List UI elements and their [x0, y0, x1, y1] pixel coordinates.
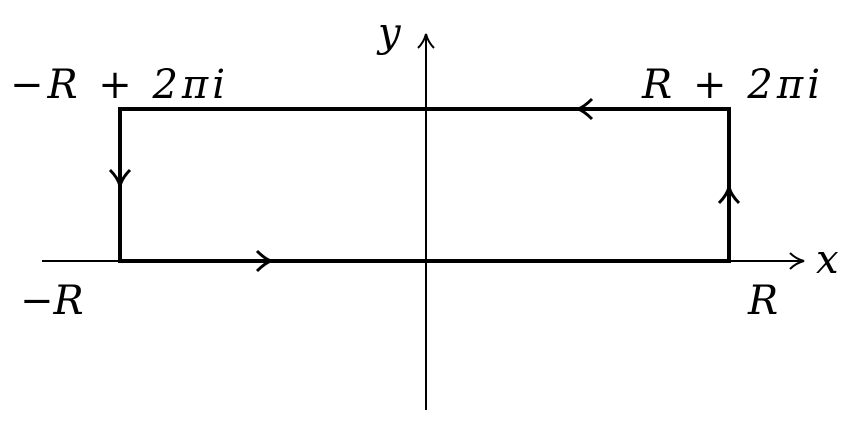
top-edge-arrow-icon — [573, 97, 594, 121]
corner-label-top-right: R + 2πi — [641, 62, 820, 108]
y-axis-label: y — [376, 10, 402, 56]
corner-label-bottom-left: −R — [20, 278, 84, 324]
x-axis-label: x — [816, 237, 839, 283]
corner-label-top-left: −R + 2πi — [10, 62, 225, 108]
left-edge-arrow-icon — [108, 168, 132, 187]
y-axis-arrowhead-icon — [417, 33, 435, 49]
corner-label-bottom-right: R — [747, 278, 778, 324]
bottom-edge-arrow-icon — [255, 249, 276, 273]
right-edge-arrow-icon — [717, 186, 741, 205]
rectangular-contour — [118, 107, 731, 263]
x-axis-arrowhead-icon — [789, 252, 805, 270]
y-axis — [417, 33, 435, 410]
